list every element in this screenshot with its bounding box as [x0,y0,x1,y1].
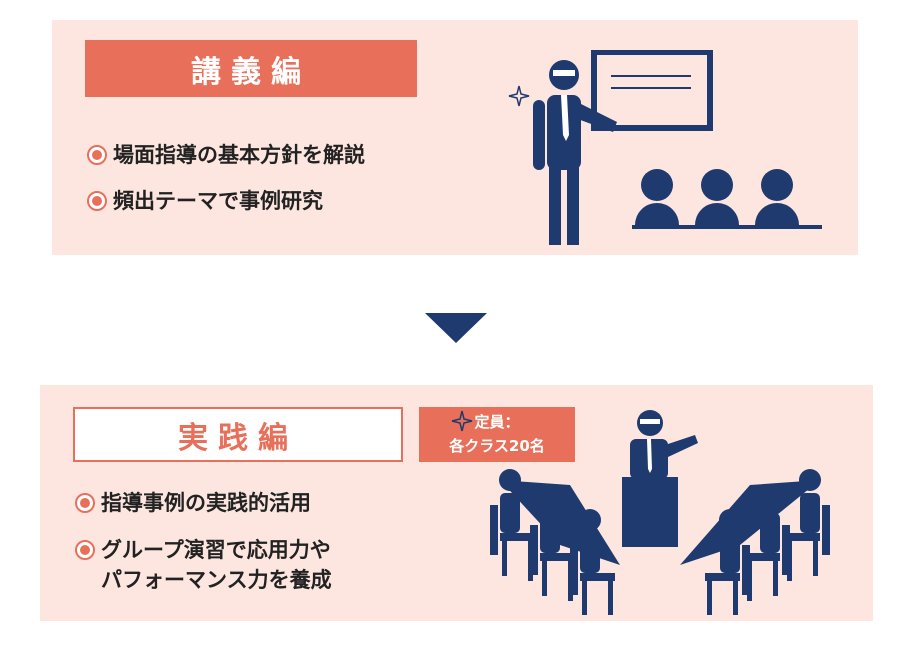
bullet-text: 頻出テーマで事例研究 [113,189,323,213]
bullet-icon [87,191,107,211]
bullet-text: 指導事例の実践的活用 [101,491,311,515]
lecture-title: 講義編 [85,40,417,97]
bullet-icon [75,540,95,560]
list-item: 指導事例の実践的活用 [75,488,311,518]
list-item: 頻出テーマで事例研究 [87,186,323,216]
lecturer-illustration-icon [508,50,822,245]
practice-panel: 実践編 定員： 各クラス20名 指導事例の実践的活用 グループ演習で応用力や パ… [40,385,873,621]
capacity-label: 定員： [474,413,520,431]
capacity-value: 各クラス20名 [449,437,545,455]
bullet-icon [75,493,95,513]
list-item: 場面指導の基本方針を解説 [87,140,365,170]
down-arrow-icon [425,313,487,343]
bullet-text: グループ演習で応用力や パフォーマンス力を養成 [101,538,332,592]
list-item: グループ演習で応用力や パフォーマンス力を養成 [75,535,332,595]
capacity-badge: 定員： 各クラス20名 [419,407,575,462]
practice-title: 実践編 [73,407,403,462]
bullet-text: 場面指導の基本方針を解説 [113,143,365,167]
lecture-panel: 講義編 場面指導の基本方針を解説 頻出テーマで事例研究 [52,20,858,255]
bullet-icon [87,145,107,165]
group-workshop-illustration-icon [451,410,830,615]
